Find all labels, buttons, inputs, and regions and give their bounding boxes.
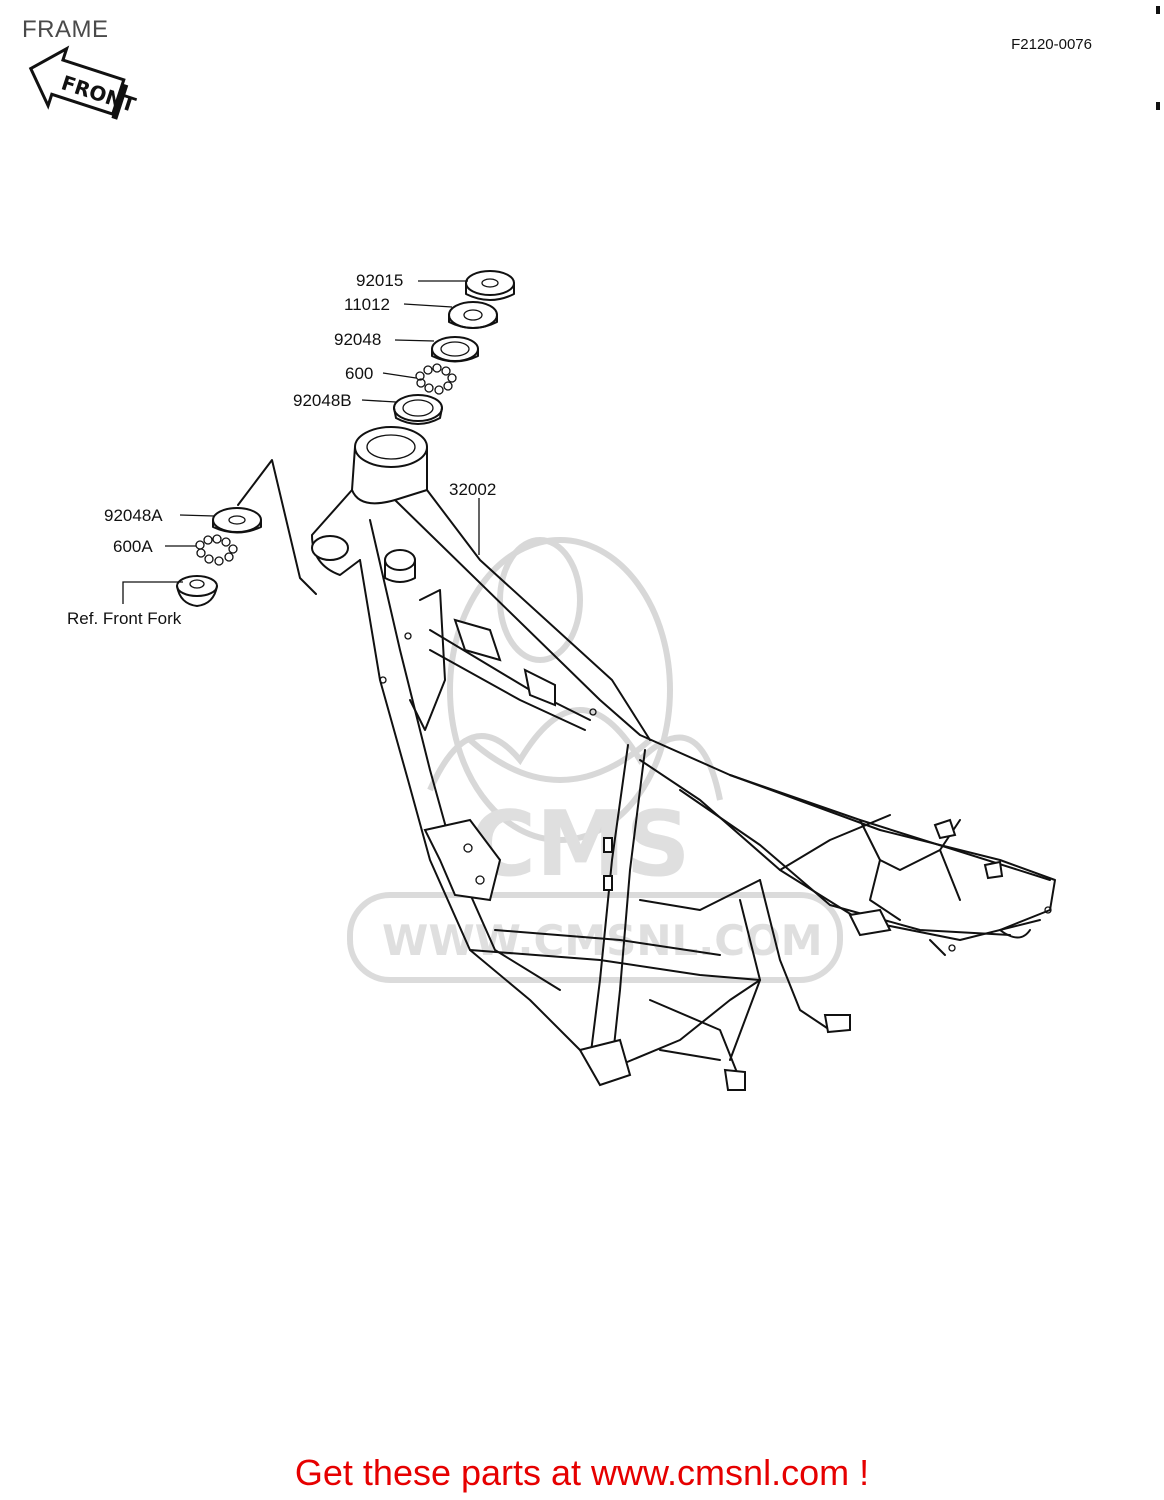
leader-lines	[122, 280, 480, 604]
page-title: FRAME	[22, 16, 109, 43]
corner-mark	[1156, 6, 1160, 14]
part-label-92048: 92048	[334, 330, 382, 349]
part-label-600: 600	[345, 364, 374, 383]
front-fork-stem	[176, 575, 218, 607]
steel-balls-upper	[415, 363, 457, 395]
upper-race	[431, 336, 479, 363]
part-label-32002: 32002	[449, 480, 497, 499]
front-arrow-badge: FRONT	[28, 45, 139, 120]
watermark-logo: CMS	[470, 792, 690, 897]
part-label-600a: 600A	[113, 537, 153, 556]
cms-watermark: CMS WWW.CMSNL.COM	[347, 537, 843, 983]
part-label-92048a: 92048A	[104, 506, 163, 525]
motorcycle-frame	[311, 426, 1056, 1091]
lower-race	[212, 507, 262, 534]
part-label-92015: 92015	[356, 271, 404, 290]
cap	[448, 301, 498, 329]
corner-mark	[1156, 102, 1160, 110]
steering-stem-nut	[465, 270, 515, 301]
upper-outer-race	[393, 394, 443, 425]
diagram-code: F2120-0076	[1011, 36, 1092, 53]
ref-front-fork-label: Ref. Front Fork	[67, 609, 182, 628]
cta-link[interactable]: Get these parts at www.cmsnl.com !	[294, 1452, 870, 1493]
part-label-92048b: 92048B	[293, 391, 352, 410]
reference-zigzag	[237, 459, 317, 595]
part-label-11012: 11012	[344, 295, 391, 314]
steering-parts	[176, 270, 515, 607]
steel-balls-lower	[195, 534, 238, 566]
